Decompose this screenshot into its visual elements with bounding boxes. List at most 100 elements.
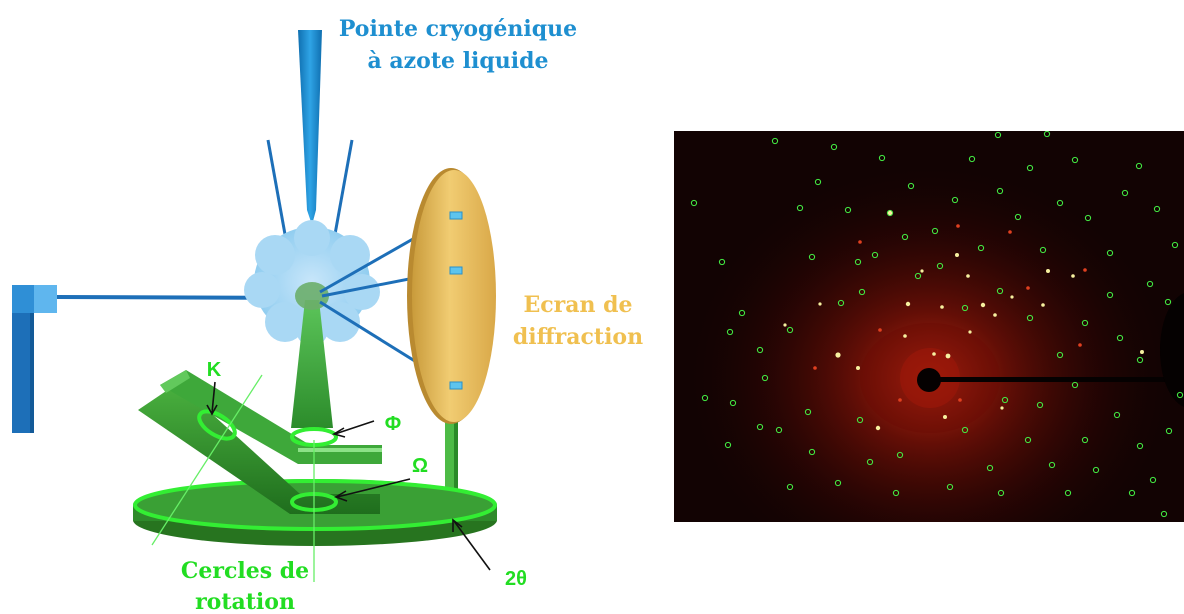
reflection-marker [1036, 401, 1044, 409]
bright-reflection [835, 352, 841, 358]
reflection-marker [901, 233, 909, 241]
reflection-marker [1113, 411, 1121, 419]
reflection-marker [756, 346, 764, 354]
reflection-marker [1106, 291, 1114, 299]
reflection-marker [1171, 241, 1179, 249]
reflection-marker [1136, 442, 1144, 450]
kappa-label: K [207, 359, 222, 381]
bright-reflection [993, 313, 997, 317]
reflection-marker [775, 426, 783, 434]
reflection-marker [1121, 189, 1129, 197]
bright-reflection [980, 302, 986, 308]
two-theta-label: 2θ [505, 568, 527, 590]
reflection-marker [1164, 298, 1172, 306]
reflection-marker [886, 209, 894, 217]
reflection-marker [1176, 391, 1184, 399]
reflection-marker [771, 137, 779, 145]
weak-reflection [858, 240, 862, 244]
reflection-marker [830, 143, 838, 151]
reflection-marker [896, 451, 904, 459]
reflection-marker [871, 251, 879, 259]
cryo-label-line2: à azote liquide [368, 48, 549, 74]
weak-reflection [1008, 230, 1012, 234]
bright-reflection [1140, 350, 1144, 354]
reflection-marker [1024, 436, 1032, 444]
reflection-marker [907, 182, 915, 190]
reflection-marker [951, 196, 959, 204]
weak-reflection [878, 328, 882, 332]
cryo-label-line1: Pointe cryogénique [339, 16, 577, 42]
bright-reflection [943, 415, 947, 419]
reflection-marker [878, 154, 886, 162]
reflection-marker [892, 489, 900, 497]
bright-reflection [875, 425, 881, 431]
reflection-marker [837, 299, 845, 307]
detector-edge [1160, 293, 1184, 407]
reflection-marker [1043, 131, 1051, 138]
reflection-marker [1136, 356, 1144, 364]
bright-reflection [1010, 295, 1014, 299]
reflection-marker [1153, 205, 1161, 213]
reflection-marker [1146, 280, 1154, 288]
reflection-marker [729, 399, 737, 407]
bright-reflection [856, 366, 860, 370]
reflection-marker [1081, 436, 1089, 444]
reflection-marker [1064, 489, 1072, 497]
reflection-marker [718, 258, 726, 266]
bright-reflection [968, 330, 972, 334]
reflection-marker [761, 374, 769, 382]
bright-reflection [1041, 303, 1045, 307]
bright-reflection [905, 301, 911, 307]
reflection-marker [1056, 351, 1064, 359]
omega-label: Ω [412, 455, 428, 477]
reflection-marker [1106, 249, 1114, 257]
bright-reflection [955, 253, 959, 257]
reflection-marker [1165, 427, 1173, 435]
reflection-marker [808, 448, 816, 456]
bright-reflection [920, 269, 924, 273]
goniometer-pin [291, 300, 333, 428]
screen-label-line2: diffraction [513, 324, 643, 350]
reflection-marker [1048, 461, 1056, 469]
reflection-marker [726, 328, 734, 336]
reflection-marker [738, 309, 746, 317]
weak-reflection [898, 398, 902, 402]
reflection-marker [986, 464, 994, 472]
reflection-marker [931, 227, 939, 235]
reflection-marker [724, 441, 732, 449]
reflection-marker [701, 394, 709, 402]
reflection-marker [1128, 489, 1136, 497]
weak-reflection [958, 398, 962, 402]
reflection-marker [1014, 213, 1022, 221]
reflection-marker [994, 131, 1002, 139]
bright-reflection [783, 323, 787, 327]
reflection-marker [786, 483, 794, 491]
reflection-marker [796, 204, 804, 212]
weak-reflection [956, 224, 960, 228]
bright-reflection [945, 353, 951, 359]
reflection-marker [946, 483, 954, 491]
cryo-tip [298, 30, 322, 225]
reflection-marker [1116, 334, 1124, 342]
reflection-marker [1071, 381, 1079, 389]
weak-reflection [1083, 268, 1087, 272]
reflection-marker [756, 423, 764, 431]
reflection-marker [1056, 199, 1064, 207]
reflection-marker [1026, 314, 1034, 322]
reflection-marker [936, 262, 944, 270]
reflection-marker [1149, 476, 1157, 484]
reflection-marker [1071, 156, 1079, 164]
reflection-marker [814, 178, 822, 186]
phi-label: Φ [385, 413, 401, 435]
reflection-marker [996, 287, 1004, 295]
reflection-marker [1092, 466, 1100, 474]
reflection-marker [808, 253, 816, 261]
reflection-spots [690, 131, 1184, 518]
reflection-marker [804, 408, 812, 416]
reflection-marker [690, 199, 698, 207]
reflection-marker [914, 272, 922, 280]
weak-reflection [1078, 343, 1082, 347]
kappa-ring [197, 409, 237, 441]
reflection-marker [961, 304, 969, 312]
